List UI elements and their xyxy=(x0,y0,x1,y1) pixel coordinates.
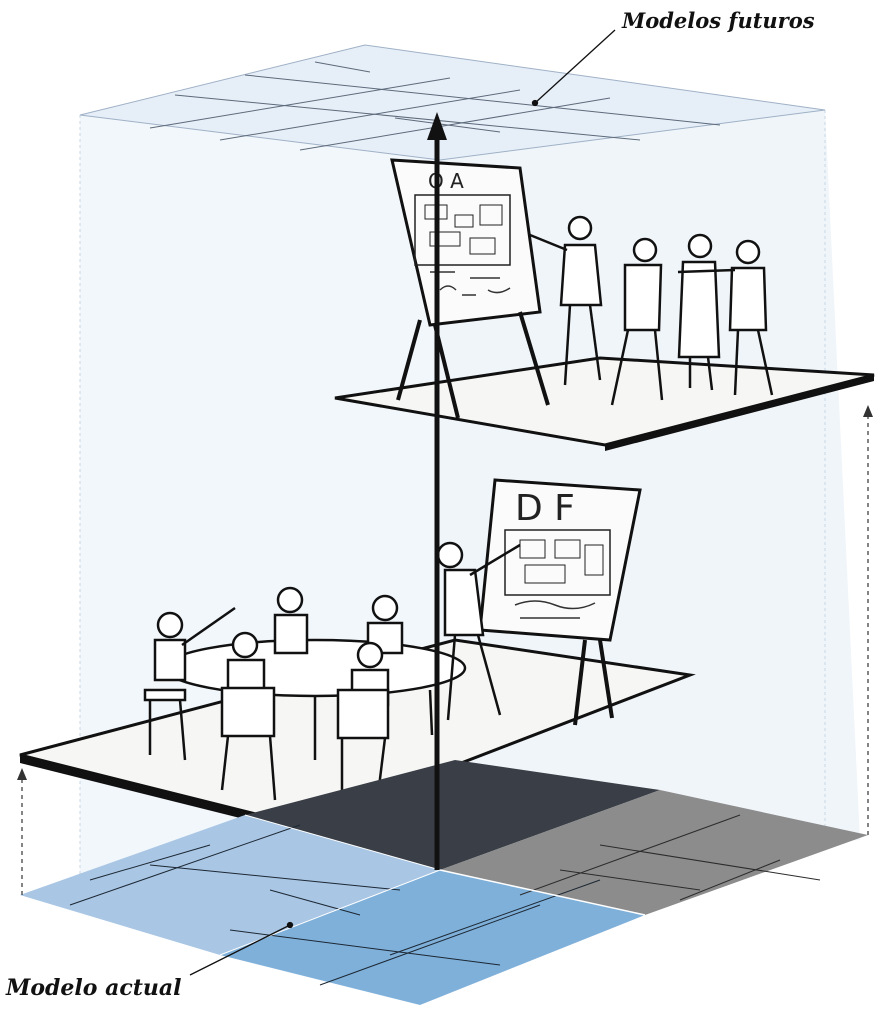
dashed-arrow-right xyxy=(863,405,873,835)
future-board-letters: O A xyxy=(428,169,464,193)
current-board-letters: D F xyxy=(515,488,575,529)
current-model-label: Modelo actual xyxy=(6,975,182,1001)
meeting-table xyxy=(165,640,465,696)
future-models-label: Modelos futuros xyxy=(622,8,815,33)
dashed-arrow-left xyxy=(17,768,27,895)
seated-person xyxy=(275,588,307,653)
